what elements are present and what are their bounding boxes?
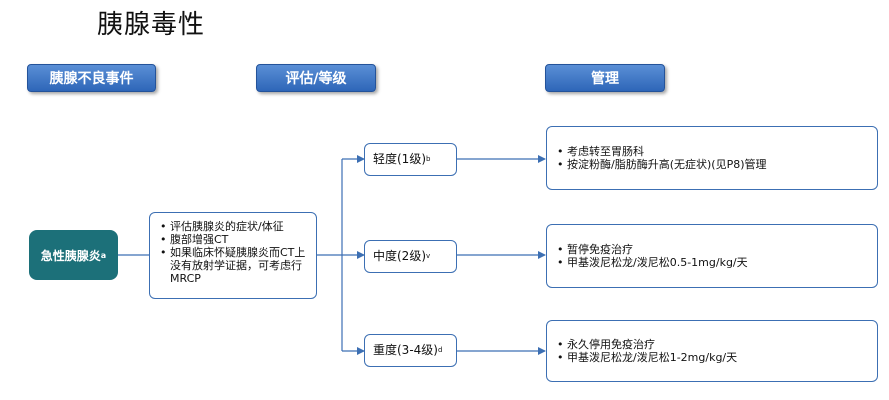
- management-item: 甲基泼尼松龙/泼尼松1-2mg/kg/天: [555, 351, 737, 364]
- header-assessment-grade: 评估/等级: [256, 64, 376, 92]
- grade-label: 轻度(1级): [373, 152, 426, 166]
- management-item: 按淀粉酶/脂肪酶升高(无症状)(见P8)管理: [555, 158, 767, 171]
- header-management: 管理: [545, 64, 665, 92]
- assessment-item: 评估胰腺炎的症状/体征: [158, 220, 310, 233]
- header-adverse-event: 胰腺不良事件: [27, 64, 156, 92]
- management-item: 暂停免疫治疗: [555, 243, 748, 256]
- assessment-box: 评估胰腺炎的症状/体征 腹部增强CT 如果临床怀疑胰腺炎而CT上没有放射学证据，…: [149, 212, 317, 299]
- management-item: 考虑转至胃肠科: [555, 145, 767, 158]
- management-item: 永久停用免疫治疗: [555, 338, 737, 351]
- assessment-item: 如果临床怀疑胰腺炎而CT上没有放射学证据，可考虑行MRCP: [158, 246, 310, 285]
- grade-moderate: 中度(2级)v: [364, 240, 457, 273]
- grade-label: 中度(2级): [373, 249, 426, 263]
- management-box-mild: 考虑转至胃肠科 按淀粉酶/脂肪酶升高(无症状)(见P8)管理: [546, 126, 878, 190]
- grade-footnote: b: [426, 155, 431, 163]
- page-title: 胰腺毒性: [97, 10, 206, 40]
- grade-mild: 轻度(1级)b: [364, 143, 457, 176]
- grade-label: 重度(3-4级): [373, 343, 438, 357]
- condition-label: 急性胰腺炎: [40, 248, 101, 263]
- management-item: 甲基泼尼松龙/泼尼松0.5-1mg/kg/天: [555, 256, 748, 269]
- condition-footnote: a: [100, 250, 107, 260]
- grade-severe: 重度(3-4级)d: [364, 334, 457, 367]
- management-box-moderate: 暂停免疫治疗 甲基泼尼松龙/泼尼松0.5-1mg/kg/天: [546, 224, 878, 288]
- grade-footnote: d: [437, 346, 443, 354]
- management-box-severe: 永久停用免疫治疗 甲基泼尼松龙/泼尼松1-2mg/kg/天: [546, 320, 878, 382]
- assessment-item: 腹部增强CT: [158, 233, 310, 246]
- grade-footnote: v: [426, 252, 431, 260]
